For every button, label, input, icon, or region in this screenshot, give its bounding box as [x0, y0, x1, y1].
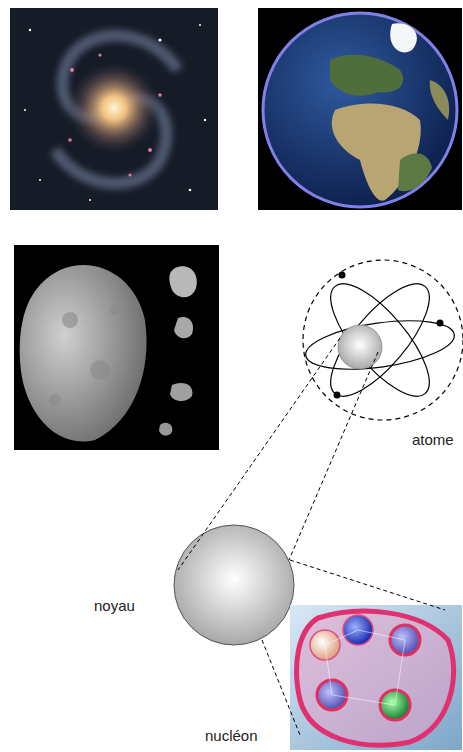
atom-figure: atome: [300, 258, 463, 450]
node-label: nucléon: [205, 727, 258, 745]
node-label: noyau: [94, 597, 135, 615]
node-label: atome: [412, 431, 454, 449]
nucleon-picture: nucléon: [290, 605, 462, 750]
zoom-leader: [262, 560, 445, 735]
nucleus-circle: noyau: [174, 525, 294, 645]
zoom-leader: [178, 338, 378, 570]
